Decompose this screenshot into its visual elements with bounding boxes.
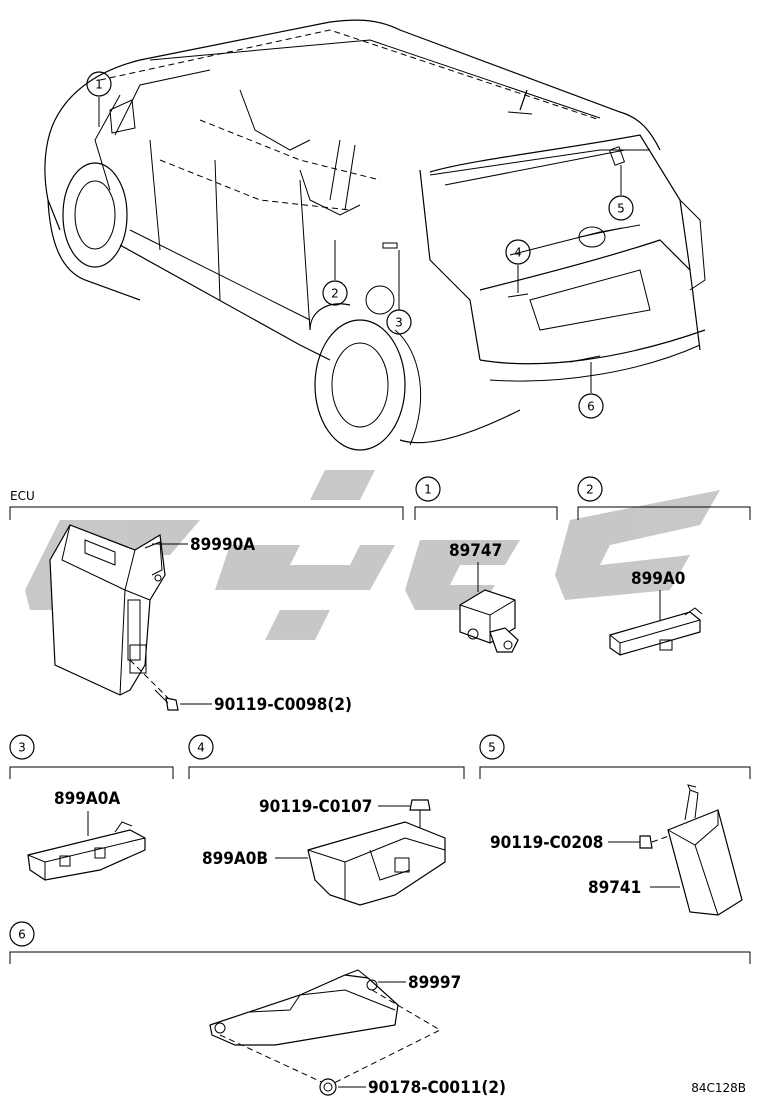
callout-1-label: 1: [95, 78, 103, 92]
callout-leaders: [98, 97, 622, 393]
callout-5: 5: [608, 195, 634, 221]
diagram-reference-code: 84C128B: [691, 1081, 746, 1095]
callout-5-label: 5: [617, 202, 625, 216]
callout-2-label: 2: [331, 287, 339, 301]
callout-4: 4: [505, 239, 531, 265]
callout-4-label: 4: [514, 246, 522, 260]
callout-3-label: 3: [395, 316, 403, 330]
part-899A0A: [27, 821, 146, 881]
part-label-90119-C0208: 90119-C0208: [490, 833, 603, 853]
callout-2: 2: [322, 280, 348, 306]
callout-1: 1: [86, 71, 112, 97]
section-number-4-label: 4: [197, 741, 205, 755]
section-number-3-label: 3: [18, 741, 26, 755]
callout-6: 6: [578, 393, 604, 419]
callout-3: 3: [386, 309, 412, 335]
section-number-1-label: 1: [424, 483, 432, 497]
part-label-89997: 89997: [408, 973, 461, 993]
part-label-90119-C0098: 90119-C0098(2): [214, 695, 352, 715]
part-899A0B: [307, 821, 446, 906]
vehicle-illustration: [44, 19, 706, 451]
part-label-899A0A: 899A0A: [54, 789, 120, 809]
part-label-90119-C0107: 90119-C0107: [259, 797, 372, 817]
section-number-2: 2: [577, 476, 603, 502]
part-label-90178-C0011: 90178-C0011(2): [368, 1078, 506, 1098]
section-number-1: 1: [415, 476, 441, 502]
part-label-899A0B: 899A0B: [202, 849, 268, 869]
section-brackets: [9, 506, 751, 964]
part-label-89990A: 89990A: [190, 535, 255, 555]
section-title-ecu: ECU: [10, 489, 35, 503]
part-label-899A0: 899A0: [631, 569, 685, 589]
part-899A0: [609, 607, 703, 656]
bolt-90119-C0107: [409, 799, 431, 845]
callout-6-label: 6: [587, 400, 595, 414]
bolt-90119-C0208: [639, 831, 681, 849]
part-label-89741: 89741: [588, 878, 641, 898]
part-89997: [209, 969, 399, 1046]
section-number-5: 5: [479, 734, 505, 760]
section-number-6-label: 6: [18, 928, 26, 942]
section-number-2-label: 2: [586, 483, 594, 497]
ecu-unit: [49, 524, 166, 696]
bolt-90119-C0098: [129, 659, 179, 711]
part-label-89747: 89747: [449, 541, 502, 561]
section-number-5-label: 5: [488, 741, 496, 755]
part-89747: [459, 589, 519, 653]
part-89741: [667, 784, 743, 916]
nut-90178-C0011: [219, 989, 442, 1096]
section-number-6: 6: [9, 921, 35, 947]
section-number-3: 3: [9, 734, 35, 760]
section-number-4: 4: [188, 734, 214, 760]
